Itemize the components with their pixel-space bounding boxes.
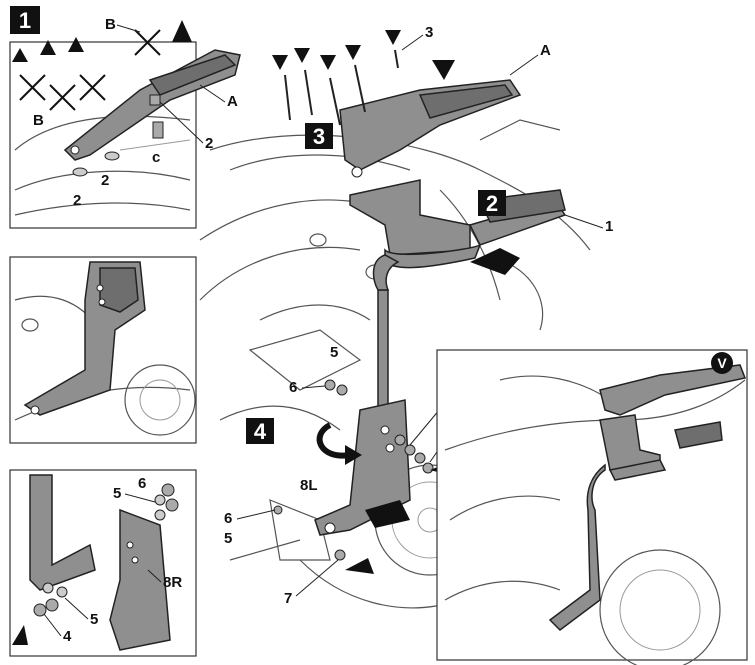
label-7: 7 bbox=[284, 590, 292, 607]
step-badge-4: 4 bbox=[246, 418, 274, 444]
label-8L: 8L bbox=[300, 477, 318, 494]
arrows-main bbox=[316, 248, 520, 574]
panel3-label-6: 6 bbox=[138, 475, 146, 492]
label-6-a: 6 bbox=[289, 379, 297, 396]
panel-2-inset bbox=[9, 256, 197, 444]
panel1-label-2-right: 2 bbox=[205, 135, 213, 152]
badge-v-letter: V bbox=[717, 355, 727, 371]
panel3-label-5-bottom: 5 bbox=[90, 611, 98, 628]
panel1-label-2-mid: 2 bbox=[101, 172, 109, 189]
panel-v-inset bbox=[436, 349, 748, 665]
panel-3-inset bbox=[9, 469, 197, 657]
step-2-number: 2 bbox=[486, 191, 498, 216]
step-1-number: 1 bbox=[19, 8, 31, 33]
panel3-label-5-top: 5 bbox=[113, 485, 121, 502]
badge-v: V bbox=[711, 352, 733, 374]
step-4-number: 4 bbox=[254, 419, 267, 444]
panel1-label-B-left: B bbox=[33, 112, 44, 129]
panel3-label-8R: 8R bbox=[163, 574, 182, 591]
panel3-label-4: 4 bbox=[63, 628, 72, 645]
step-badge-1: 1 bbox=[10, 6, 40, 34]
panel1-label-B-top: B bbox=[105, 16, 116, 33]
panel-1-inset bbox=[9, 20, 241, 229]
label-3-top: 3 bbox=[425, 24, 433, 41]
label-5-a: 5 bbox=[330, 344, 338, 361]
step-badge-3: 3 bbox=[305, 123, 333, 149]
panel1-label-2-left: 2 bbox=[73, 192, 81, 209]
label-5-c: 5 bbox=[224, 530, 232, 547]
panel1-label-A: A bbox=[227, 93, 238, 110]
label-1: 1 bbox=[605, 218, 613, 235]
top-rack-A bbox=[339, 79, 522, 178]
label-6-b: 6 bbox=[224, 510, 232, 527]
label-A-top: A bbox=[540, 42, 551, 59]
side-frame-1 bbox=[314, 179, 567, 536]
panel1-label-c: c bbox=[152, 149, 160, 166]
step-badge-2: 2 bbox=[478, 190, 506, 216]
screws-step3 bbox=[272, 30, 455, 126]
hardware-main bbox=[273, 379, 434, 561]
step-3-number: 3 bbox=[313, 124, 325, 149]
